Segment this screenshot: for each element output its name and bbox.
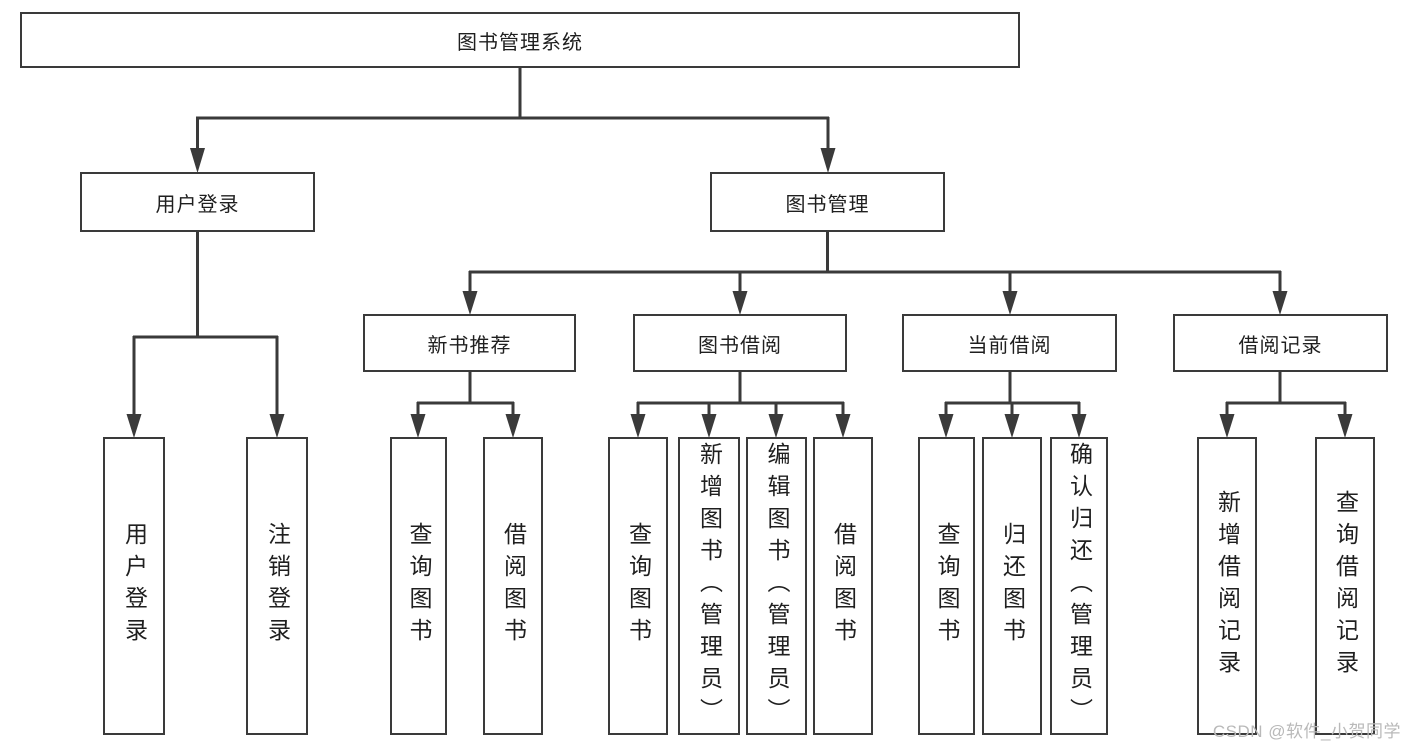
node-label: 查询借阅记录: [1332, 490, 1359, 682]
node-borrow-records: 借阅记录: [1173, 314, 1388, 372]
node-label: 用户登录: [155, 193, 240, 216]
node-label: 图书借阅: [698, 334, 782, 357]
leaf-edit-book-admin: 编辑图书（管理员）: [746, 437, 807, 735]
leaf-user-login: 用户登录: [103, 437, 165, 735]
node-label: 新增图书（管理员）: [696, 442, 723, 730]
node-label: 当前借阅: [967, 334, 1052, 357]
node-label: 新书推荐: [427, 334, 512, 357]
leaf-return-book: 归还图书: [982, 437, 1042, 735]
leaf-borrow-books-recommend: 借阅图书: [483, 437, 543, 735]
node-label: 新增借阅记录: [1214, 490, 1241, 682]
node-user-login-branch: 用户登录: [80, 172, 315, 232]
leaf-borrow-books: 借阅图书: [813, 437, 873, 735]
node-current-borrow: 当前借阅: [902, 314, 1117, 372]
leaf-query-books-recommend: 查询图书: [390, 437, 447, 735]
node-label: 借阅图书: [830, 522, 857, 650]
node-label: 归还图书: [999, 522, 1026, 650]
leaf-logout: 注销登录: [246, 437, 308, 735]
leaf-query-books-current: 查询图书: [918, 437, 975, 735]
watermark: CSDN @软件_小贺同学: [1212, 722, 1401, 741]
node-label: 注销登录: [264, 522, 291, 650]
node-label: 用户登录: [121, 522, 148, 650]
node-label: 查询图书: [934, 522, 960, 650]
leaf-add-book-admin: 新增图书（管理员）: [678, 437, 740, 735]
node-label: 图书管理系统: [457, 31, 583, 54]
node-label: 图书管理: [785, 193, 870, 216]
leaf-confirm-return-admin: 确认归还（管理员）: [1050, 437, 1108, 735]
node-label: 查询图书: [625, 522, 652, 650]
leaf-query-books-borrow: 查询图书: [608, 437, 668, 735]
node-label: 借阅记录: [1238, 334, 1323, 357]
node-label: 确认归还（管理员）: [1066, 442, 1093, 730]
node-label: 编辑图书（管理员）: [764, 442, 790, 730]
node-new-book-recommend: 新书推荐: [363, 314, 576, 372]
node-library-system-root: 图书管理系统: [20, 12, 1020, 68]
leaf-add-borrow-record: 新增借阅记录: [1197, 437, 1257, 735]
node-label: 查询图书: [406, 522, 432, 650]
node-book-borrow: 图书借阅: [633, 314, 847, 372]
node-label: 借阅图书: [500, 522, 527, 650]
leaf-query-borrow-record: 查询借阅记录: [1315, 437, 1375, 735]
node-book-management-branch: 图书管理: [710, 172, 945, 232]
